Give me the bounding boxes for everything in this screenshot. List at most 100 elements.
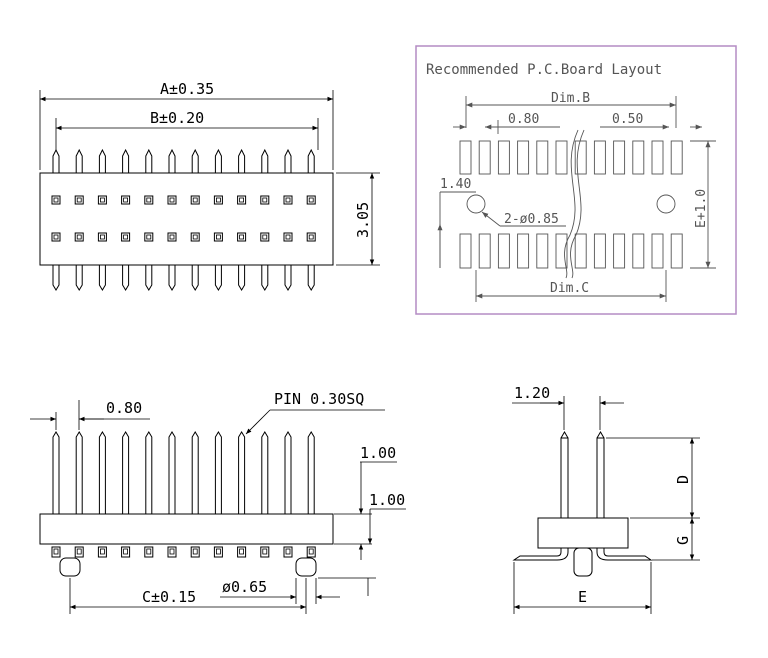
pcb-holes-label: 2-ø0.85 (504, 212, 559, 227)
dim-height: 3.05 (336, 172, 380, 266)
contact-square-inner (53, 197, 59, 203)
front-peg-label: ø0.65 (222, 578, 267, 596)
front-peg-dim: ø0.65 (220, 577, 376, 604)
pcb-pad-lower (497, 233, 510, 269)
pcb-pad-upper (517, 140, 530, 175)
dim-b: B±0.20 (55, 109, 319, 150)
top-pin-upper (284, 148, 292, 173)
layout-title: Recommended P.C.Board Layout (426, 62, 662, 78)
contact-square (51, 232, 61, 242)
front-tail-inner (285, 548, 291, 555)
front-pitch-label: 0.80 (106, 399, 142, 417)
front-tail-inner (308, 548, 314, 555)
front-pins (52, 431, 315, 514)
side-body (537, 517, 629, 549)
contact-square (283, 232, 293, 242)
top-pin-upper (145, 148, 153, 173)
pcb-pitch-label: 0.80 (508, 112, 539, 127)
contact-square-inner (53, 234, 59, 240)
contact-square-inner (100, 197, 105, 203)
contact-square-inner (76, 234, 82, 240)
pcb-dim-c-label: Dim.C (550, 281, 589, 296)
contact-square-inner (262, 197, 268, 203)
contact-square (97, 232, 107, 242)
pcb-pad-lower (593, 233, 606, 269)
top-pin-lower (214, 265, 222, 291)
pcb-pad-lower (613, 233, 626, 269)
front-dim-c: C±0.15 (69, 578, 307, 614)
front-pin (214, 431, 222, 514)
contact-square (167, 195, 177, 205)
front-tail-inner (239, 548, 245, 555)
top-body (39, 172, 334, 266)
front-tail-inner (192, 548, 198, 555)
contact-square (213, 195, 223, 205)
pcb-pad-upper (593, 140, 606, 175)
contact-square (213, 232, 223, 242)
top-pin-lower (98, 265, 106, 291)
break-line-1 (564, 129, 579, 279)
front-peg-right (295, 557, 317, 577)
pcb-dim-e: E+1.0 (690, 140, 716, 269)
front-tail (97, 546, 107, 558)
contact-square-inner (308, 197, 314, 203)
hole-right (656, 194, 676, 214)
contact-square-inner (100, 234, 105, 240)
front-peg-left (59, 557, 81, 577)
front-pin (284, 431, 292, 514)
side-peg (573, 547, 593, 577)
pcb-pads-upper (459, 140, 683, 175)
contact-square (283, 195, 293, 205)
dim-a-label: A±0.35 (160, 80, 214, 98)
contact-square (74, 232, 84, 242)
front-tail-inner (215, 548, 221, 555)
contact-square (144, 195, 154, 205)
side-tail-left (512, 548, 569, 561)
pcb-pad-width-label: 0.50 (612, 112, 643, 127)
pcb-holes-dim: 2-ø0.85 (481, 211, 566, 227)
pcb-dim-c: Dim.C (475, 270, 667, 302)
top-pin-lower (75, 265, 83, 291)
contact-square-inner (169, 197, 175, 203)
contact-square (74, 195, 84, 205)
break-line-2 (570, 129, 585, 279)
front-tail-inner (100, 548, 105, 555)
side-tail-right (596, 548, 653, 561)
front-tail (121, 546, 131, 558)
pcb-pad-upper (555, 140, 568, 175)
top-pin-lower (261, 265, 269, 291)
contact-square-inner (285, 234, 291, 240)
pcb-layout: Recommended P.C.Board Layout Dim.B 0.80 … (415, 45, 737, 315)
front-pin (145, 431, 153, 514)
pcb-pad-upper (632, 140, 645, 175)
front-dim-2-label: 1.00 (369, 491, 405, 509)
pcb-dim-e-label: E+1.0 (694, 189, 709, 228)
top-pin-lower (52, 265, 60, 291)
front-pin-note: PIN 0.30SQ (245, 390, 385, 435)
contact-square (97, 195, 107, 205)
front-dim-1: 1.00 (334, 444, 397, 545)
contact-square-inner (146, 197, 152, 203)
front-tail (144, 546, 154, 558)
contact-square (121, 232, 131, 242)
top-contact-squares (51, 195, 316, 242)
front-tail (283, 546, 293, 558)
top-pin-upper (238, 148, 246, 173)
side-dim-g-label: G (674, 536, 692, 545)
top-pin-upper (307, 148, 315, 173)
front-pin (191, 431, 199, 514)
contact-square (260, 195, 270, 205)
front-tail-inner (146, 548, 152, 555)
front-dim-c-label: C±0.15 (142, 588, 196, 606)
dim-height-label: 3.05 (354, 202, 372, 238)
front-pitch: 0.80 (30, 399, 150, 430)
top-pin-upper (191, 148, 199, 173)
contact-square (306, 232, 316, 242)
pcb-offset: 1.40 (437, 177, 476, 268)
top-pin-lower (168, 265, 176, 291)
side-row-spacing: 1.20 (512, 384, 624, 430)
pcb-pad-lower (536, 233, 549, 269)
front-dim-1-label: 1.00 (360, 444, 396, 462)
front-pin (122, 431, 130, 514)
contact-square (190, 195, 200, 205)
